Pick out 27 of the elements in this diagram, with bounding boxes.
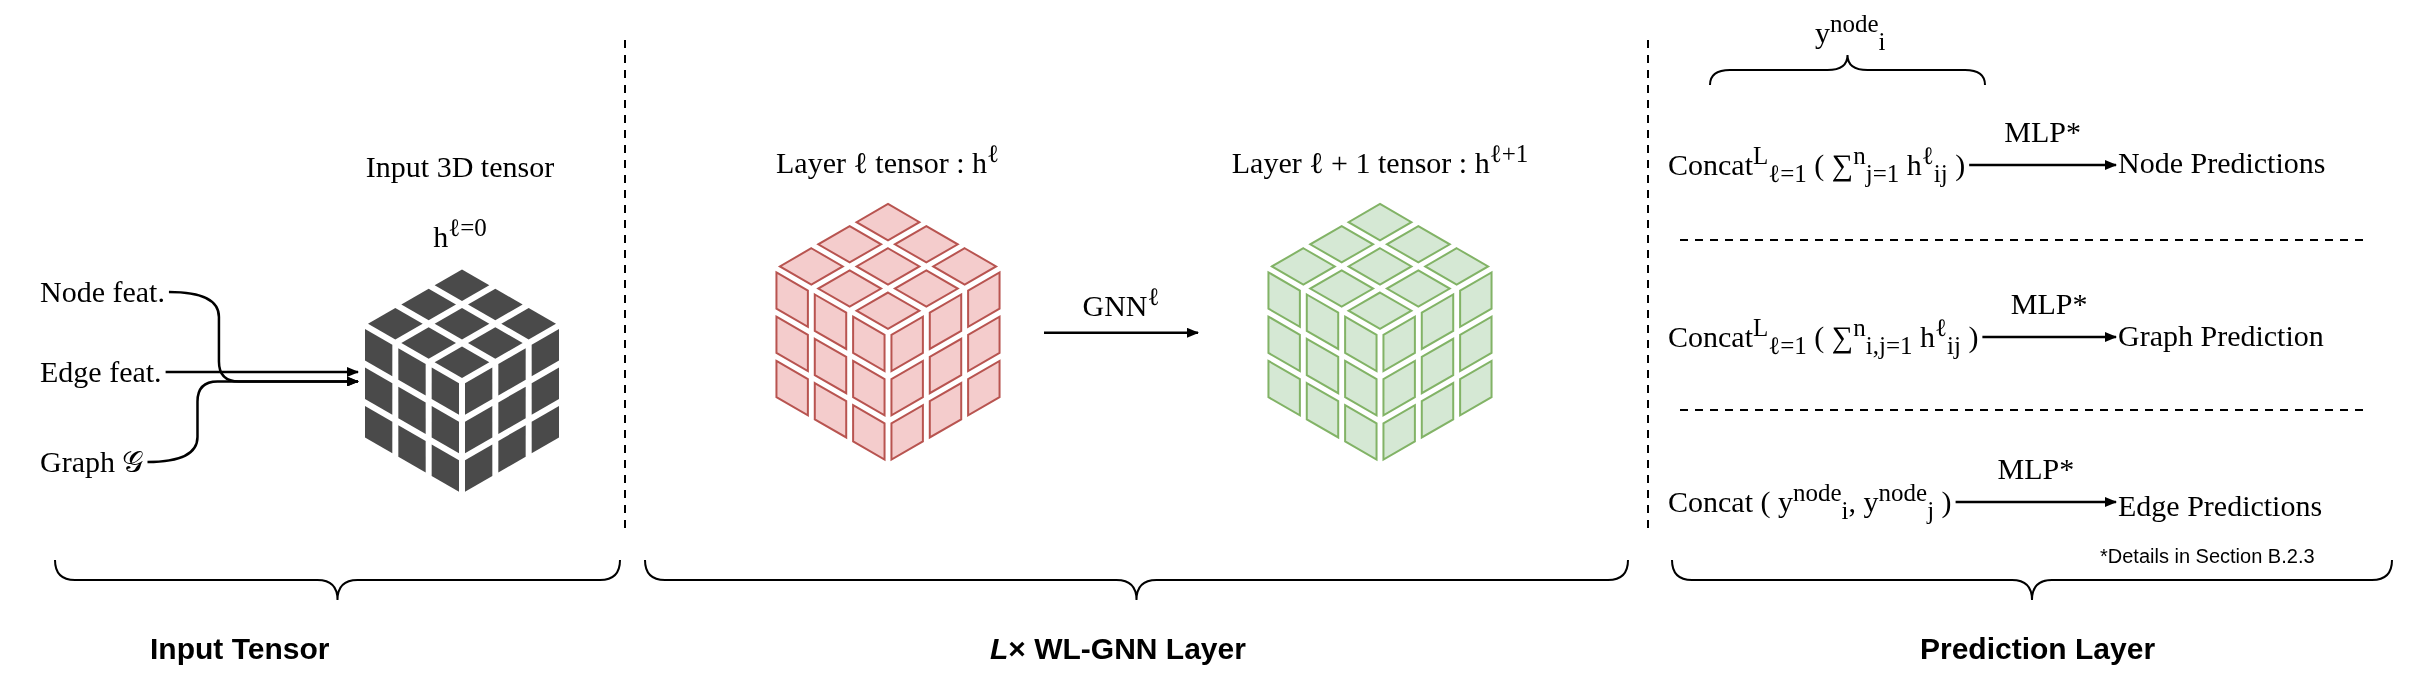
node-label: Input 3D tensor [364, 150, 556, 184]
footnote: *Details in Section B.2.3 [2100, 545, 2315, 568]
arrow [165, 367, 359, 377]
formula-text: Concat ( y$^{node}$$_{i}$, y$^{node}$$_{j}$ ) [1668, 479, 1952, 525]
edge-label: MLP* [1996, 452, 2076, 486]
node-label: Graph 𝒢 [40, 444, 144, 480]
section-title: Input Tensor [150, 632, 330, 666]
arrow [1969, 160, 2117, 170]
node-label: Node Predictions [2118, 145, 2326, 180]
node-label: Layer ℓ tensor : h$^{ℓ}$ [775, 140, 1000, 180]
node-label: Graph Prediction [2118, 318, 2324, 353]
arrow [1982, 332, 2117, 342]
edge-label: GNN$^{ℓ}$ [1081, 282, 1161, 323]
arrow [147, 376, 359, 464]
edge-label: MLP* [2009, 287, 2089, 321]
node-label: Edge Predictions [2118, 488, 2323, 523]
section-title: Prediction Layer [1920, 632, 2156, 666]
node-label: h$^{ℓ=0}$ [432, 214, 488, 254]
formula-text: Concat$^{L}$$_{ℓ=1}$ ( ∑$^{n}$$_{j=1}$ h$^{ℓ}$$_{ij}$ ) [1668, 142, 1966, 188]
node-label: Layer ℓ + 1 tensor : h$^{ℓ+1}$ [1230, 140, 1530, 180]
node-label: Node feat. [40, 275, 165, 309]
arrow [1955, 497, 2117, 507]
arrow [1044, 327, 1199, 338]
edge-label: MLP* [2003, 115, 2082, 149]
section-title: L× WL-GNN Layer [990, 632, 1246, 666]
formula-text: Concat$^{L}$$_{ℓ=1}$ ( ∑$^{n}$$_{i,j=1}$ h$^{ℓ}$$_{ij}$ ) [1668, 314, 1979, 360]
node-label: Edge feat. [40, 355, 162, 389]
